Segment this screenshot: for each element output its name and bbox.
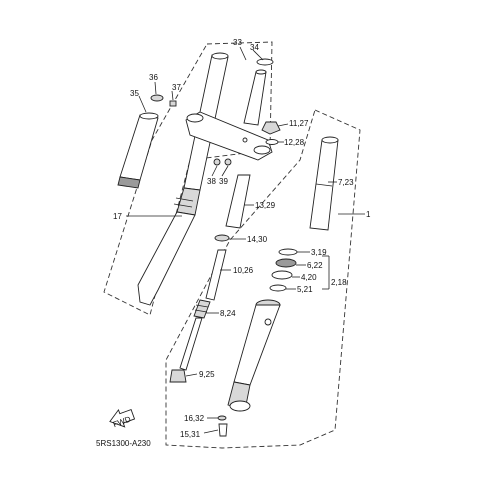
callout-8-24: 8,24 — [220, 309, 236, 318]
callout-4-20: 4,20 — [301, 273, 317, 282]
callout-15-31: 15,31 — [180, 430, 201, 439]
small-bolt — [169, 100, 177, 107]
inner-tube — [309, 136, 339, 231]
spring-seat — [214, 234, 230, 242]
callout-11-27: 11,27 — [289, 119, 309, 128]
callout-2-18: 2,18 — [331, 278, 347, 287]
drain-bolt — [218, 423, 228, 437]
callout-39: 39 — [219, 177, 228, 186]
callout-labels: 33 34 36 37 35 11,27 12,28 38 39 7,23 17… — [113, 38, 371, 439]
fork-spring — [193, 299, 211, 319]
callout-14-30: 14,30 — [247, 235, 268, 244]
washer — [265, 139, 279, 145]
callout-6-22: 6,22 — [307, 261, 323, 270]
callout-35: 35 — [130, 89, 139, 98]
damper-rod — [205, 249, 227, 301]
o-ring — [256, 58, 274, 66]
callout-17: 17 — [113, 212, 122, 221]
diagram-code: 5RS1300-A230 — [96, 439, 151, 448]
circlip — [278, 248, 298, 256]
oil-seal — [275, 258, 297, 268]
taper-spindle — [169, 369, 187, 383]
callout-1: 1 — [366, 210, 371, 219]
under-bracket — [185, 111, 273, 161]
callout-3-19: 3,19 — [311, 248, 327, 257]
callout-36: 36 — [149, 73, 158, 82]
right-fork-group-boundary — [165, 109, 361, 449]
callout-12-28: 12,28 — [284, 138, 305, 147]
guide-bushing — [271, 270, 293, 280]
fork-boot — [117, 112, 159, 189]
slide-metal — [269, 284, 287, 292]
steering-stem — [243, 58, 274, 126]
leader-lines — [126, 46, 365, 434]
rebound-rod — [179, 317, 203, 371]
callout-16-32: 16,32 — [184, 414, 205, 423]
spacer — [225, 174, 251, 229]
bolt-38 — [213, 158, 221, 166]
callout-34: 34 — [250, 43, 259, 52]
callout-38: 38 — [207, 177, 216, 186]
callout-33: 33 — [233, 38, 242, 47]
callout-13-29: 13,29 — [255, 201, 276, 210]
right-outer-tube — [227, 299, 281, 412]
drain-washer — [217, 415, 227, 421]
callout-5-21: 5,21 — [297, 285, 313, 294]
callout-37: 37 — [172, 83, 181, 92]
fwd-arrow-icon: FWD — [109, 408, 136, 429]
callout-7-23: 7,23 — [338, 178, 354, 187]
washer-39 — [224, 158, 232, 166]
callout-10-26: 10,26 — [233, 266, 254, 275]
top-nut — [261, 121, 281, 135]
callout-9-25: 9,25 — [199, 370, 215, 379]
cap-nut — [150, 94, 164, 102]
